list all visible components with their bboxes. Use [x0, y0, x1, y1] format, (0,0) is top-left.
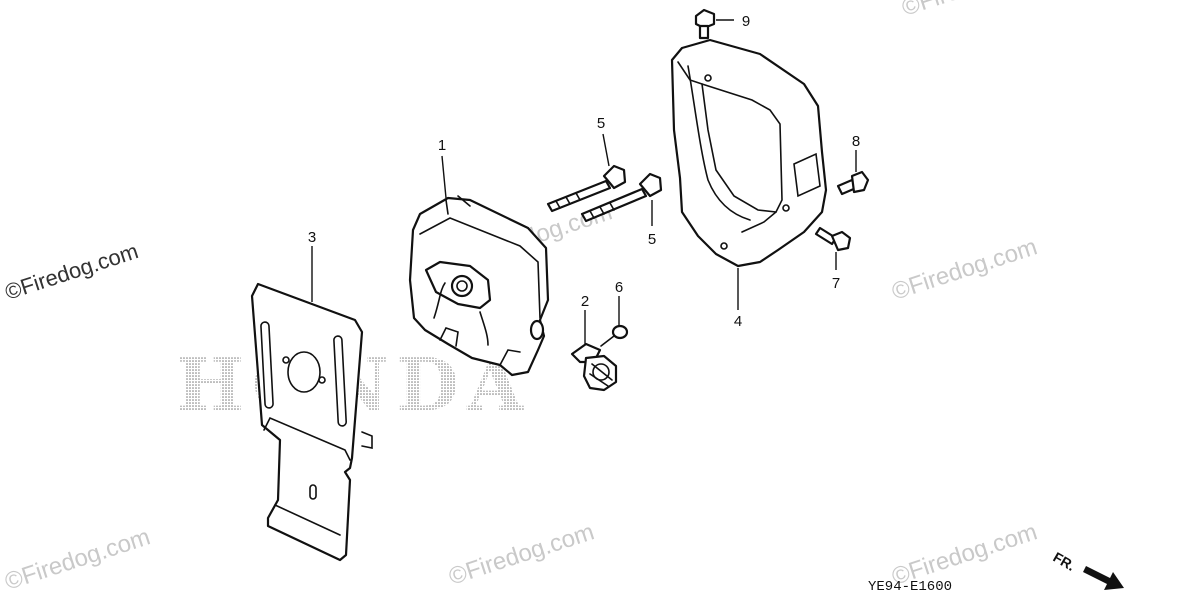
- screw-cover: [814, 226, 852, 252]
- callout-7: 7: [832, 275, 840, 292]
- leader-5-upper: [602, 133, 610, 167]
- callout-5-upper: 5: [597, 115, 605, 132]
- arrow-icon: [1083, 566, 1124, 590]
- callout-5-lower: 5: [648, 231, 656, 248]
- direction-label: FR.: [1051, 549, 1079, 574]
- watermark-top-right: ©Firedog.com: [899, 0, 1051, 22]
- muffler: [408, 195, 550, 377]
- muffler-cover: [670, 38, 828, 268]
- drawing-code: YE94-E1600: [868, 579, 952, 595]
- screw-small: [600, 324, 629, 347]
- callout-6: 6: [615, 279, 623, 296]
- watermark-right: ©Firedog.com: [889, 233, 1041, 305]
- front-direction-arrow: FR.: [1051, 549, 1124, 590]
- bolt-upper: [546, 164, 627, 213]
- muffler-protector-plate: [250, 282, 373, 562]
- watermark-bottom-center: ©Firedog.com: [446, 518, 598, 590]
- callout-8: 8: [852, 133, 860, 150]
- watermark-bottom-left: ©Firedog.com: [2, 523, 154, 595]
- spark-arrester: [570, 342, 618, 392]
- bolt-lower: [580, 172, 663, 223]
- bolt-top: [694, 8, 716, 40]
- watermark-left: ©Firedog.com: [2, 238, 141, 305]
- callout-2: 2: [581, 293, 589, 310]
- callout-4: 4: [734, 313, 742, 330]
- callout-9: 9: [742, 13, 750, 30]
- callout-1: 1: [438, 137, 446, 154]
- bolt-right: [836, 170, 870, 196]
- leader-1: [441, 155, 447, 199]
- callout-3: 3: [308, 229, 316, 246]
